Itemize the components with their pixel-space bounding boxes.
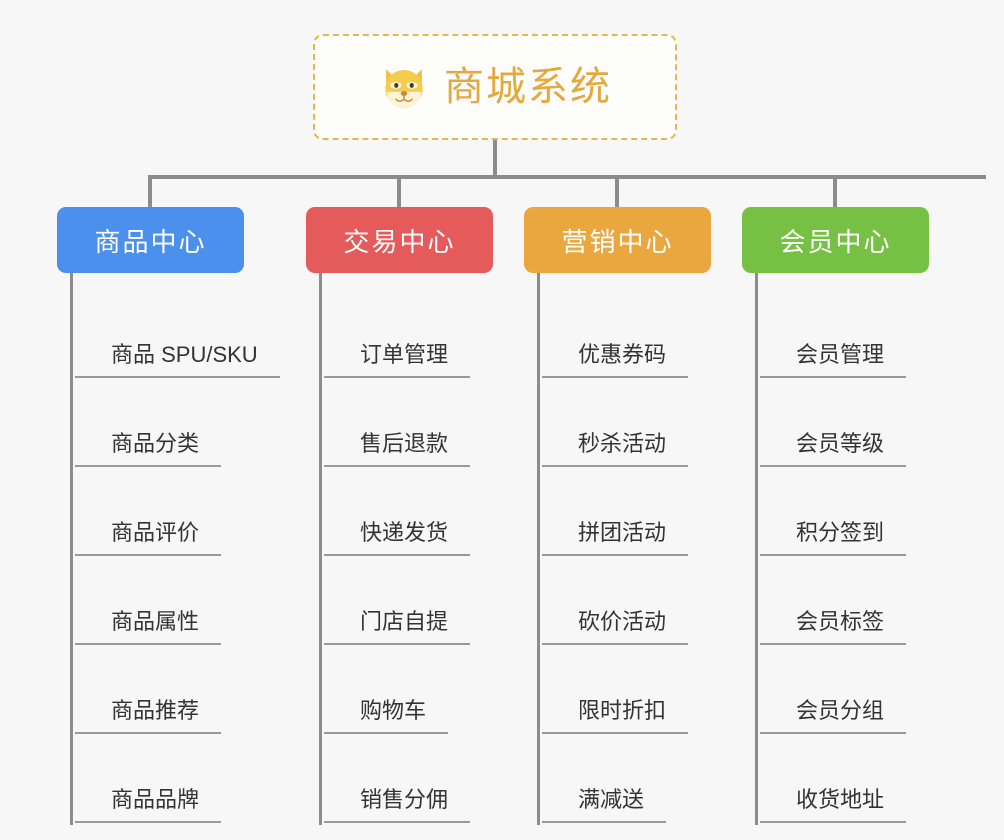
leaf-label: 积分签到 — [760, 518, 907, 556]
list-item[interactable]: 快递发货 — [324, 469, 493, 558]
category-column-product: 商品中心 商品 SPU/SKU 商品分类 商品评价 商品属性 商品推荐 商品品牌 — [57, 207, 280, 825]
category-label: 会员中心 — [779, 226, 892, 257]
list-item[interactable]: 拼团活动 — [542, 469, 711, 558]
list-item[interactable]: 商品分类 — [75, 380, 280, 469]
leaf-label: 收货地址 — [760, 785, 907, 823]
list-item[interactable]: 满减送 — [542, 736, 711, 825]
leaf-list-marketing: 优惠券码 秒杀活动 拼团活动 砍价活动 限时折扣 满减送 — [537, 273, 711, 825]
list-item[interactable]: 商品评价 — [75, 469, 280, 558]
leaf-label: 会员等级 — [760, 429, 907, 467]
list-item[interactable]: 收货地址 — [760, 736, 929, 825]
category-header-marketing[interactable]: 营销中心 — [524, 207, 711, 273]
leaf-label: 销售分佣 — [324, 785, 471, 823]
root-node[interactable]: 商城系统 — [313, 34, 677, 140]
leaf-label: 会员标签 — [760, 607, 907, 645]
list-item[interactable]: 会员管理 — [760, 291, 929, 380]
list-item[interactable]: 商品推荐 — [75, 647, 280, 736]
list-item[interactable]: 会员等级 — [760, 380, 929, 469]
list-item[interactable]: 会员分组 — [760, 647, 929, 736]
leaf-label: 商品评价 — [75, 518, 222, 556]
leaf-label: 商品分类 — [75, 429, 222, 467]
category-column-marketing: 营销中心 优惠券码 秒杀活动 拼团活动 砍价活动 限时折扣 满减送 — [524, 207, 711, 825]
leaf-label: 购物车 — [324, 696, 449, 734]
leaf-label: 会员管理 — [760, 340, 907, 378]
list-item[interactable]: 积分签到 — [760, 469, 929, 558]
leaf-label: 满减送 — [542, 785, 667, 823]
list-item[interactable]: 秒杀活动 — [542, 380, 711, 469]
list-item[interactable]: 商品属性 — [75, 558, 280, 647]
list-item[interactable]: 销售分佣 — [324, 736, 493, 825]
root-title: 商城系统 — [444, 65, 612, 109]
leaf-label: 优惠券码 — [542, 340, 689, 378]
list-item[interactable]: 限时折扣 — [542, 647, 711, 736]
leaf-label: 门店自提 — [324, 607, 471, 645]
list-item[interactable]: 售后退款 — [324, 380, 493, 469]
leaf-label: 商品 SPU/SKU — [75, 340, 280, 378]
category-column-trade: 交易中心 订单管理 售后退款 快递发货 门店自提 购物车 销售分佣 — [306, 207, 493, 825]
connector-horizontal-bar — [148, 175, 986, 179]
connector-drop-2 — [397, 175, 401, 209]
list-item[interactable]: 会员标签 — [760, 558, 929, 647]
leaf-label: 商品推荐 — [75, 696, 222, 734]
connector-drop-1 — [148, 175, 152, 209]
leaf-label: 商品属性 — [75, 607, 222, 645]
connector-drop-3 — [615, 175, 619, 209]
leaf-list-trade: 订单管理 售后退款 快递发货 门店自提 购物车 销售分佣 — [319, 273, 493, 825]
list-item[interactable]: 购物车 — [324, 647, 493, 736]
leaf-label: 售后退款 — [324, 429, 471, 467]
category-header-trade[interactable]: 交易中心 — [306, 207, 493, 273]
leaf-label: 会员分组 — [760, 696, 907, 734]
list-item[interactable]: 订单管理 — [324, 291, 493, 380]
category-header-member[interactable]: 会员中心 — [742, 207, 929, 273]
category-label: 营销中心 — [561, 226, 674, 257]
leaf-label: 拼团活动 — [542, 518, 689, 556]
category-label: 商品中心 — [94, 226, 207, 257]
leaf-label: 秒杀活动 — [542, 429, 689, 467]
leaf-label: 限时折扣 — [542, 696, 689, 734]
category-label: 交易中心 — [343, 226, 456, 257]
connector-drop-4 — [833, 175, 837, 209]
leaf-label: 快递发货 — [324, 518, 471, 556]
list-item[interactable]: 门店自提 — [324, 558, 493, 647]
list-item[interactable]: 优惠券码 — [542, 291, 711, 380]
leaf-label: 订单管理 — [324, 340, 471, 378]
category-header-product[interactable]: 商品中心 — [57, 207, 244, 273]
list-item[interactable]: 商品 SPU/SKU — [75, 291, 280, 380]
category-column-member: 会员中心 会员管理 会员等级 积分签到 会员标签 会员分组 收货地址 — [742, 207, 929, 825]
shiba-dog-emoji — [385, 69, 423, 109]
list-item[interactable]: 商品品牌 — [75, 736, 280, 825]
connector-stem — [493, 140, 497, 178]
leaf-label: 商品品牌 — [75, 785, 222, 823]
leaf-label: 砍价活动 — [542, 607, 689, 645]
leaf-list-member: 会员管理 会员等级 积分签到 会员标签 会员分组 收货地址 — [755, 273, 929, 825]
leaf-list-product: 商品 SPU/SKU 商品分类 商品评价 商品属性 商品推荐 商品品牌 — [70, 273, 280, 825]
list-item[interactable]: 砍价活动 — [542, 558, 711, 647]
